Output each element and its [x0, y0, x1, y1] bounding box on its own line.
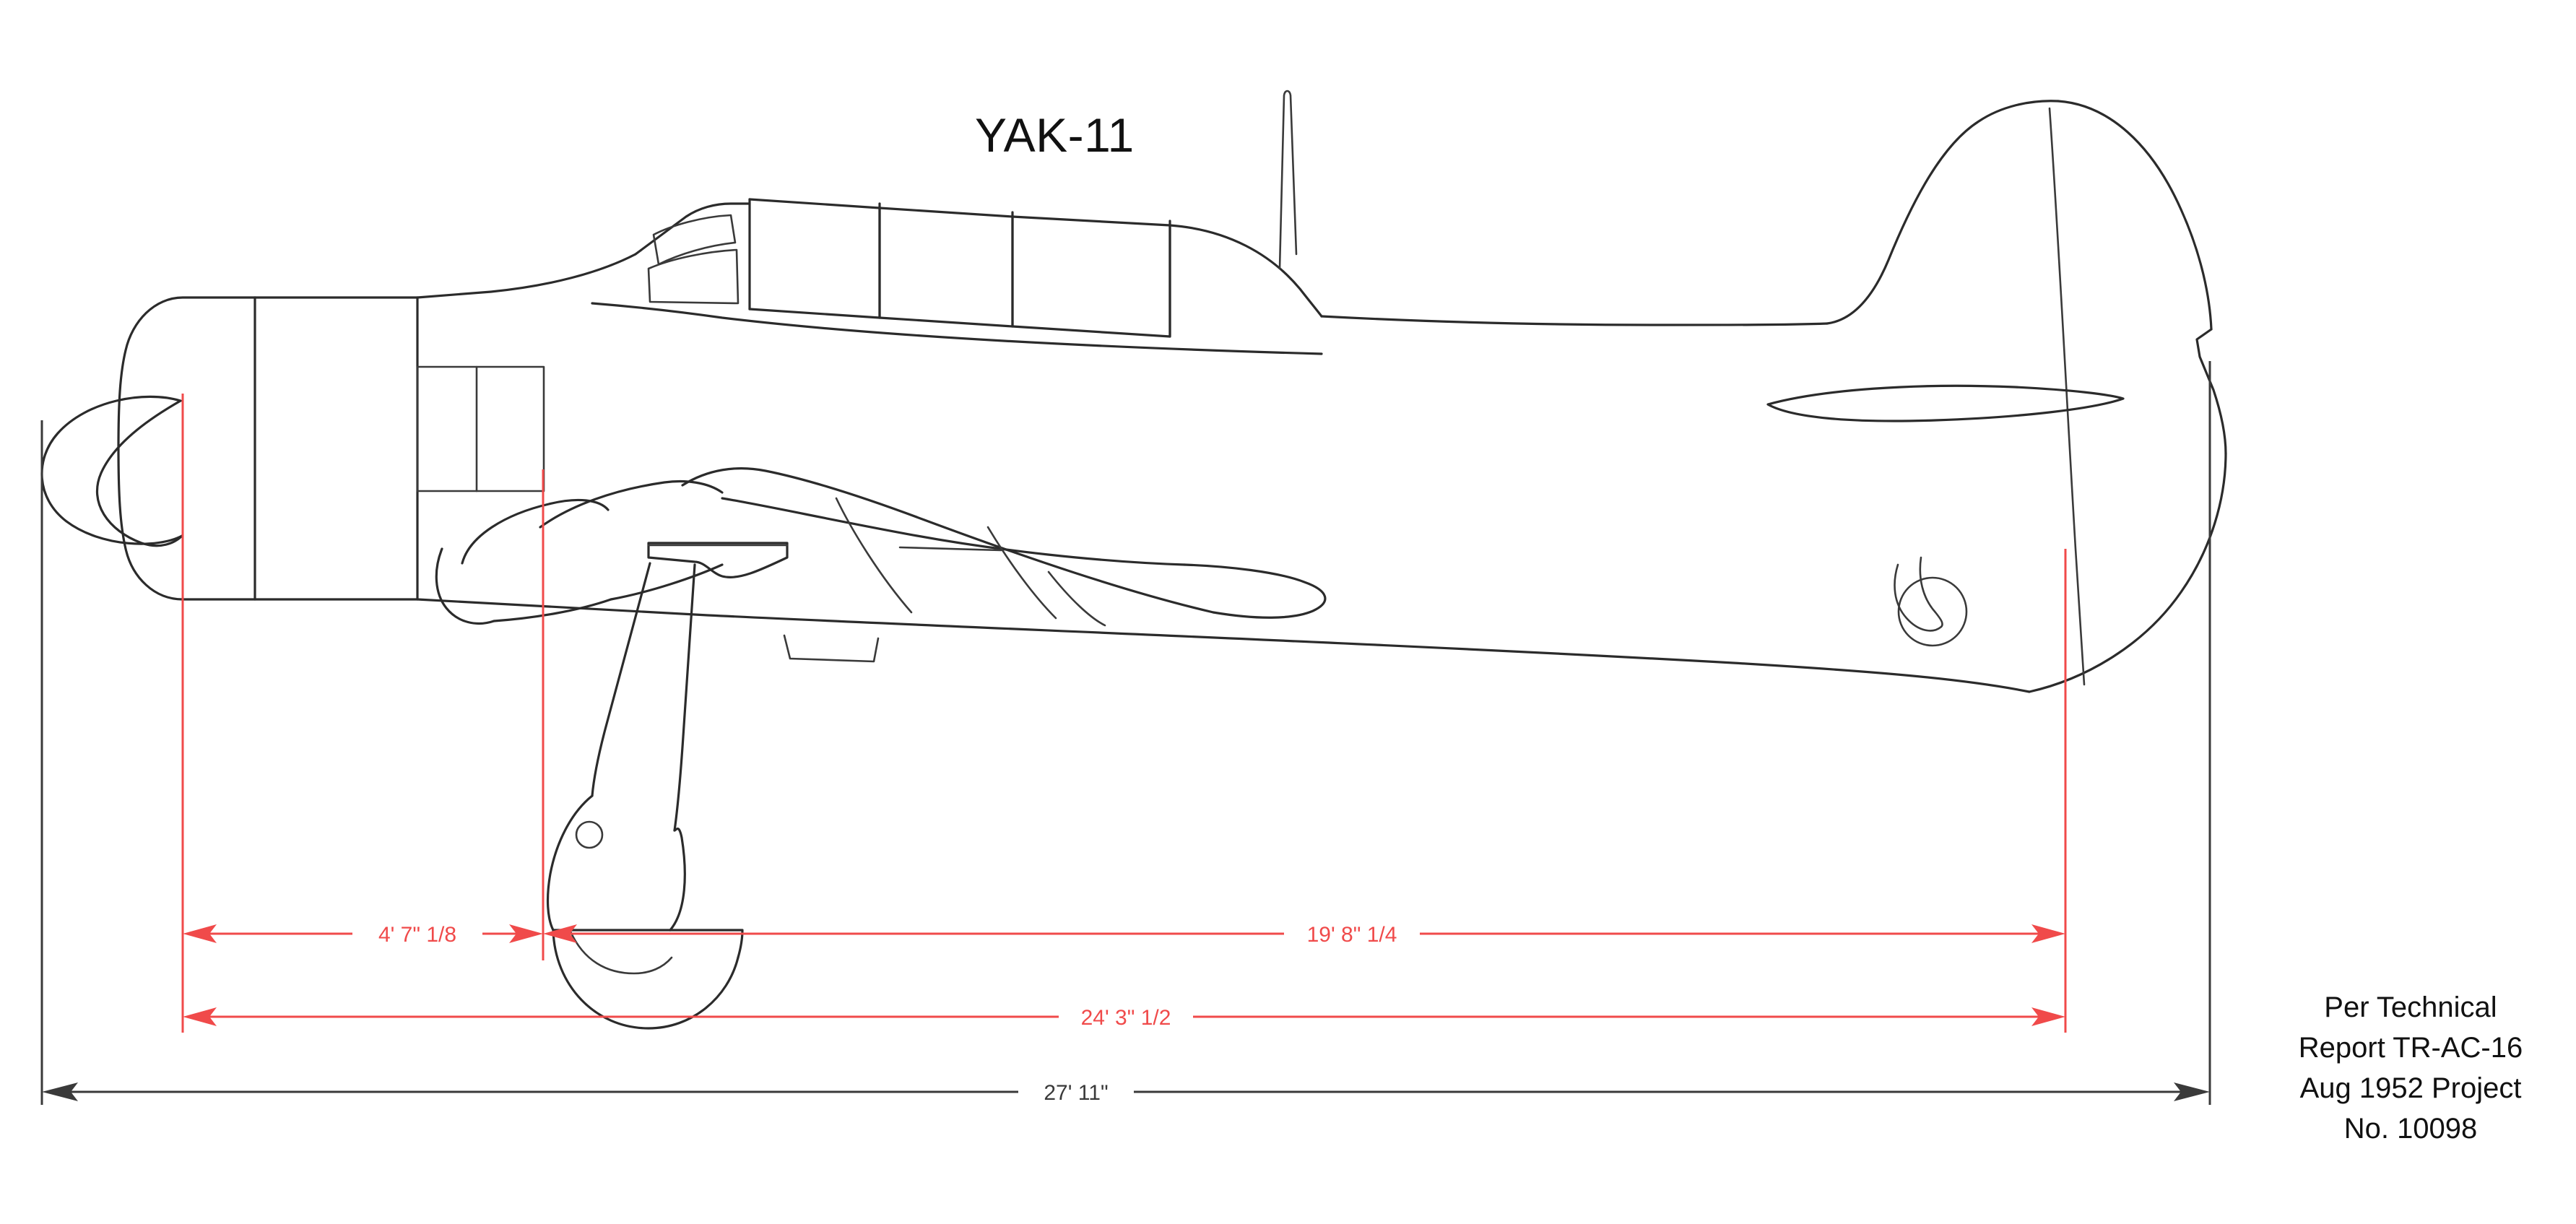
dim1-arrow-right	[509, 924, 543, 943]
fuselage-top-forward	[416, 253, 637, 299]
fuselage-spine	[1320, 315, 1829, 326]
gear-strut-forward-edge	[591, 562, 651, 797]
main-wheel-tire-top	[669, 929, 744, 959]
note-line-1: Per Technical	[2324, 991, 2497, 1023]
rudder-horn-balance-notch	[2195, 328, 2227, 455]
dim4-label: 27' 11"	[1044, 1081, 1108, 1105]
dim2-arrow-right	[2031, 924, 2065, 943]
dim3-label: 24' 3" 1/2	[1081, 1006, 1171, 1030]
wheel-fairing-aft	[669, 827, 686, 932]
note-line-2: Report TR-AC-16	[2299, 1032, 2523, 1064]
aileron-hinge	[1047, 570, 1106, 627]
ventral-scoop	[783, 634, 880, 663]
exhaust-panel-outer	[416, 365, 545, 492]
technical-note-block: Per Technical Report TR-AC-16 Aug 1952 P…	[2299, 991, 2523, 1145]
page-title: YAK-11	[975, 108, 1135, 162]
wing-root-chord-lower	[493, 598, 612, 622]
main-wheel-hub-line	[569, 930, 673, 975]
fuselage-bottom-line	[416, 598, 2031, 693]
flap-outboard-hinge	[986, 526, 1057, 620]
cockpit-sill-line	[591, 302, 1323, 355]
dimension-spinner-to-rudder: 24' 3" 1/2	[183, 1006, 2065, 1030]
dim4-arrow-left	[42, 1082, 78, 1101]
gear-axle-detail-circle	[575, 820, 604, 849]
horizontal-stabilizer	[1766, 384, 2125, 422]
windscreen-lower-glass	[647, 248, 740, 305]
dimension-nose-to-gear: 4' 7" 1/8	[183, 923, 543, 947]
propeller-spinner-backface	[96, 399, 183, 547]
engine-cowling-outline	[117, 296, 256, 601]
flap-inboard-hinge	[835, 497, 913, 614]
dim2-arrow-left	[543, 924, 577, 943]
vertical-stabilizer-leading-edge	[1826, 100, 2060, 325]
note-line-3: Aug 1952 Project	[2300, 1072, 2522, 1104]
dimension-overall-length: 27' 11"	[42, 1081, 2210, 1105]
tailwheel-strut-fork	[1894, 563, 1943, 632]
tail-wheel	[1897, 576, 1968, 647]
rudder-trailing-edge	[2028, 452, 2227, 693]
wing-far-leading-edge	[681, 467, 1215, 614]
dim1-arrow-left	[183, 924, 217, 943]
flap-chord-line	[898, 546, 1002, 552]
wheel-fairing-outline	[546, 794, 672, 932]
windscreen-front-frame	[634, 202, 751, 256]
extension-lines	[40, 361, 2211, 1105]
dim4-arrow-right	[2174, 1082, 2210, 1101]
wing-far-trailing-edge	[721, 497, 1186, 566]
wing-root-fillet-upper	[539, 479, 724, 529]
dim3-arrow-right	[2031, 1007, 2065, 1026]
main-wheel-tire	[552, 929, 740, 1030]
fin-top-outline	[2057, 100, 2213, 331]
aircraft-side-profile	[40, 90, 2227, 1030]
dimension-gear-to-rudder: 19' 8" 1/4	[543, 923, 2065, 947]
dim2-label: 19' 8" 1/4	[1307, 923, 1397, 947]
gear-upper-door	[647, 542, 789, 578]
rudder-hinge-line	[2048, 107, 2086, 686]
canopy-rear-fairing	[1168, 224, 1323, 318]
antenna-mast	[1278, 90, 1298, 270]
gear-strut-aft-edge	[673, 563, 696, 832]
note-line-4: No. 10098	[2344, 1113, 2478, 1145]
dim1-label: 4' 7" 1/8	[378, 923, 456, 947]
wing-root-chord-nose	[435, 547, 495, 625]
windscreen-quarter-light	[652, 214, 737, 266]
dim3-arrow-left	[183, 1007, 217, 1026]
tailwheel-strut-leg	[1919, 556, 1943, 628]
wing-far-tip	[1183, 563, 1327, 619]
